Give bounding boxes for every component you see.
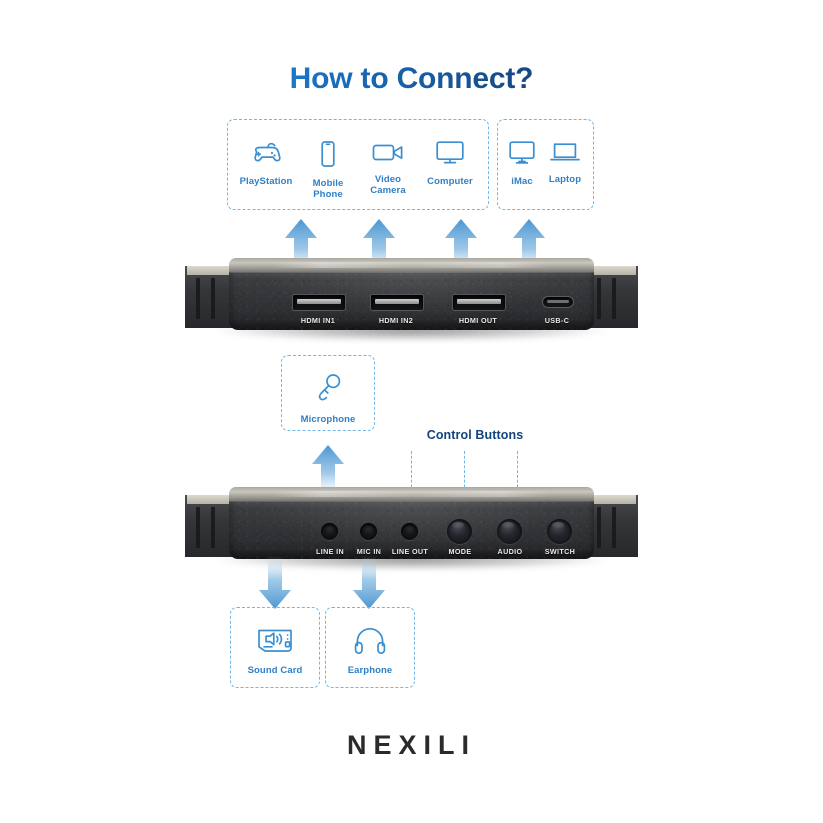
- port-label: USB-C: [544, 316, 570, 325]
- button-switch[interactable]: [547, 519, 572, 544]
- port-label: HDMI IN2: [378, 316, 414, 325]
- port-label: SWITCH: [544, 547, 576, 556]
- device-face: [229, 501, 594, 559]
- arrow-down-sound-card: [259, 556, 291, 609]
- port-label: MIC IN: [356, 547, 382, 556]
- output-item-earphone[interactable]: Earphone: [331, 627, 409, 677]
- port-line-out[interactable]: [401, 523, 418, 540]
- brand-logo: NEXILI: [346, 730, 476, 760]
- device-wing-right: [586, 495, 638, 557]
- output-item-label: Sound Card: [247, 665, 303, 676]
- source-item-label: Mobile Phone: [312, 178, 344, 201]
- port-label: AUDIO: [497, 547, 523, 556]
- arrow-up-usbc: [513, 219, 545, 274]
- port-hdmi-in1[interactable]: [292, 294, 346, 311]
- source-item-video-camera[interactable]: Video Camera: [362, 140, 414, 196]
- sound-card-icon: [256, 627, 294, 660]
- source-item-label: PlayStation: [239, 176, 293, 187]
- source-item-label: Laptop: [548, 174, 582, 185]
- source-item-laptop[interactable]: Laptop: [541, 140, 589, 186]
- source-item-label: iMac: [511, 176, 533, 187]
- output-item-sound-card[interactable]: Sound Card: [236, 627, 314, 677]
- imac-icon: [508, 140, 536, 171]
- page-title: How to Connect?: [0, 62, 823, 96]
- port-row-top: HDMI IN1 HDMI IN2 HDMI OUT USB-C: [229, 272, 594, 330]
- port-line-in[interactable]: [321, 523, 338, 540]
- port-label: LINE IN: [315, 547, 344, 556]
- microphone-item[interactable]: Microphone: [288, 372, 368, 426]
- button-mode[interactable]: [447, 519, 472, 544]
- arrow-up-hdmi-in1: [285, 219, 317, 274]
- source-item-mobile-phone[interactable]: Mobile Phone: [302, 140, 354, 200]
- source-group-a-box: [227, 119, 489, 210]
- device-front-panel: HDMI IN1 HDMI IN2 HDMI OUT USB-C: [185, 258, 638, 341]
- source-item-label: Computer: [427, 176, 473, 187]
- port-label: HDMI IN1: [300, 316, 336, 325]
- device-top-surface: [229, 258, 594, 275]
- source-item-computer[interactable]: Computer: [422, 140, 478, 188]
- device-wing-left: [185, 495, 237, 557]
- control-buttons-caption: Control Buttons: [426, 428, 524, 442]
- device-rear-panel: LINE IN MIC IN LINE OUT MODE AUDIO SWITC…: [185, 487, 638, 570]
- microphone-icon: [313, 372, 343, 409]
- arrow-up-hdmi-out: [445, 219, 477, 274]
- headphones-icon: [354, 627, 386, 660]
- button-audio[interactable]: [497, 519, 522, 544]
- earphone-box: [325, 607, 415, 688]
- source-item-playstation[interactable]: PlayStation: [235, 140, 297, 188]
- microphone-box: [281, 355, 375, 431]
- source-group-b-box: [497, 119, 594, 210]
- sound-card-box: [230, 607, 320, 688]
- arrow-up-mic-in: [312, 445, 344, 496]
- laptop-icon: [549, 140, 581, 169]
- output-item-label: Earphone: [347, 665, 393, 676]
- port-label: HDMI OUT: [458, 316, 498, 325]
- arrow-up-hdmi-in2: [363, 219, 395, 274]
- port-usb-c[interactable]: [542, 296, 574, 308]
- device-top-surface: [229, 487, 594, 504]
- arrow-down-earphone: [353, 556, 385, 609]
- source-item-imac[interactable]: iMac: [500, 140, 544, 188]
- port-hdmi-in2[interactable]: [370, 294, 424, 311]
- microphone-label: Microphone: [300, 414, 356, 425]
- port-label: MODE: [448, 547, 472, 556]
- port-row-bottom: LINE IN MIC IN LINE OUT MODE AUDIO SWITC…: [229, 501, 594, 559]
- control-buttons-divider: [464, 451, 465, 497]
- monitor-icon: [435, 140, 465, 171]
- device-wing-left: [185, 266, 237, 328]
- device-wing-right: [586, 266, 638, 328]
- video-camera-icon: [371, 140, 405, 169]
- port-mic-in[interactable]: [360, 523, 377, 540]
- source-item-label: Video Camera: [370, 174, 406, 197]
- port-hdmi-out[interactable]: [452, 294, 506, 311]
- port-label: LINE OUT: [391, 547, 429, 556]
- mobile-phone-icon: [319, 140, 337, 173]
- gamepad-icon: [249, 140, 283, 171]
